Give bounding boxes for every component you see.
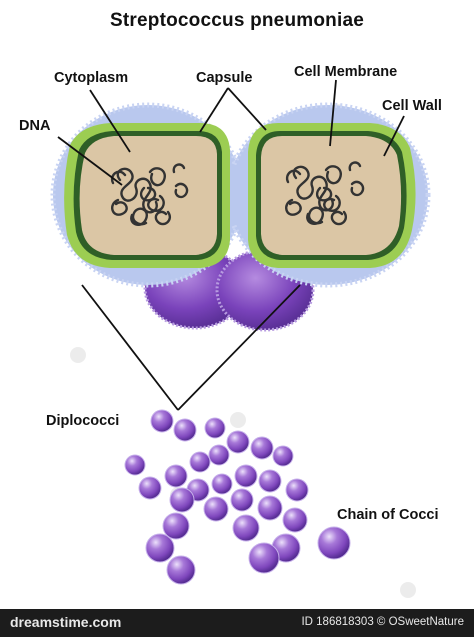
dna-tangle-left	[110, 163, 189, 226]
cytoplasm-label: Cytoplasm	[54, 70, 129, 86]
footer-bar: dreamstime.com ID 186818303 © OSweetNatu…	[0, 609, 474, 637]
cell-wall-leader	[383, 115, 405, 157]
dna-leader	[57, 136, 123, 186]
footer-credit: ID 186818303 © OSweetNature	[301, 616, 464, 628]
diplococci-bracket-right	[177, 284, 301, 411]
cell-membrane-leader	[329, 79, 337, 147]
cell-wall-label: Cell Wall	[382, 98, 442, 114]
capsule-leader-right	[227, 87, 267, 131]
cytoplasm-leader	[89, 89, 131, 153]
capsule-label: Capsule	[196, 70, 253, 86]
dna-label: DNA	[19, 118, 51, 134]
leader-lines	[57, 79, 405, 411]
footer-brand: dreamstime.com	[10, 614, 122, 630]
capsule-leader-left	[199, 87, 229, 133]
chain-of-cocci-label: Chain of Cocci	[337, 507, 439, 523]
dna-tangle-right	[285, 161, 365, 226]
diagram-title: Streptococcus pneumoniae	[110, 10, 364, 31]
cell-membrane-label: Cell Membrane	[294, 64, 398, 80]
diplococci-bracket-left	[81, 284, 179, 411]
diplococci-label: Diplococci	[46, 413, 120, 429]
chain-of-cocci	[124, 409, 351, 585]
